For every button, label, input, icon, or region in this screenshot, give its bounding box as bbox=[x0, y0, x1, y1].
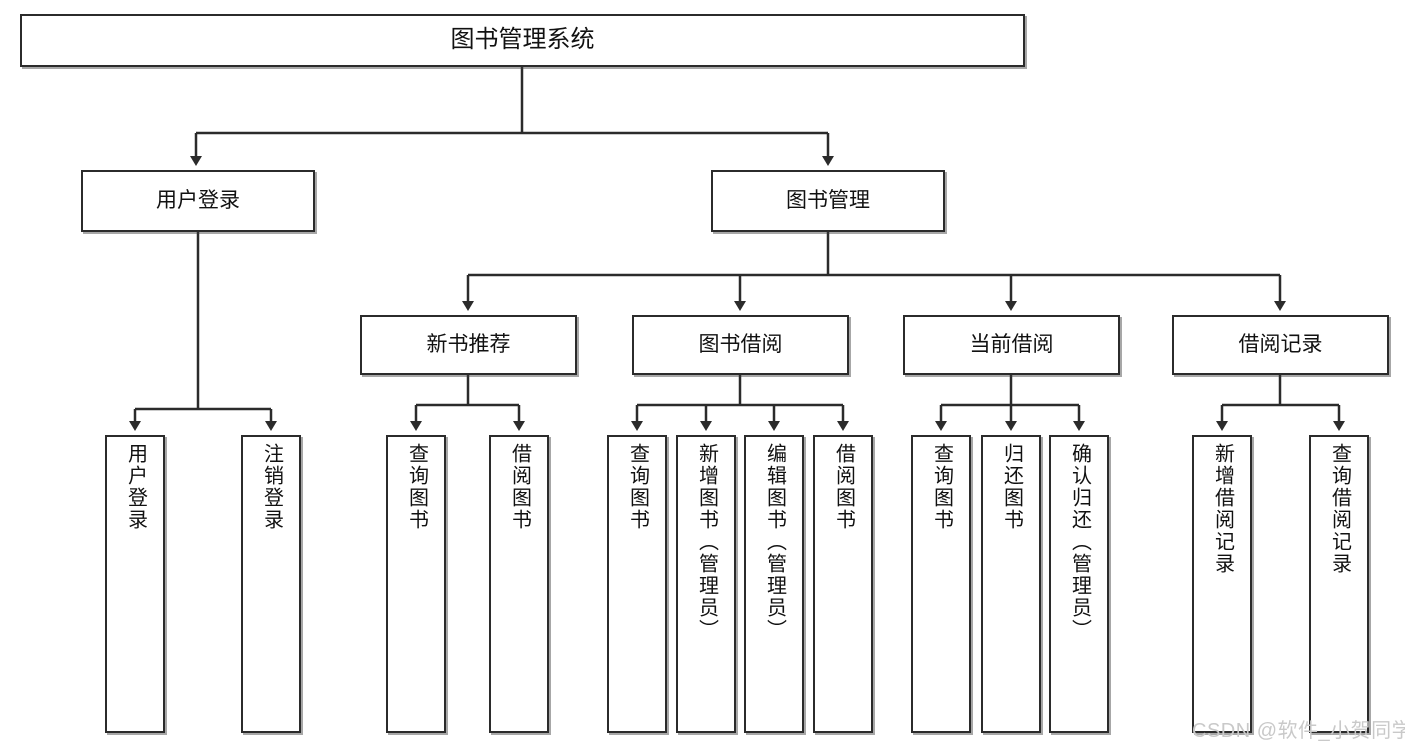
node-new-book-recommend-label: 新书推荐 bbox=[426, 332, 511, 356]
leaf-user-login-login[interactable]: 用户登录 bbox=[105, 435, 165, 733]
leaf-user-login-login-label: 用户登录 bbox=[124, 443, 147, 531]
node-new-book-recommend[interactable]: 新书推荐 bbox=[360, 315, 577, 375]
leaf-user-login-logout[interactable]: 注销登录 bbox=[241, 435, 301, 733]
leaf-current-return-book[interactable]: 归还图书 bbox=[981, 435, 1041, 733]
node-root-label: 图书管理系统 bbox=[450, 26, 595, 54]
leaf-borrow-add-book-admin[interactable]: 新增图书（管理员） bbox=[676, 435, 736, 733]
leaf-borrow-edit-book-admin[interactable]: 编辑图书（管理员） bbox=[744, 435, 804, 733]
leaf-newbook-borrow-book-label: 借阅图书 bbox=[508, 443, 531, 531]
node-book-management-label: 图书管理 bbox=[786, 188, 870, 212]
node-book-management[interactable]: 图书管理 bbox=[711, 170, 945, 232]
node-book-borrow-label: 图书借阅 bbox=[698, 332, 783, 356]
leaf-borrow-borrow-book-label: 借阅图书 bbox=[832, 443, 855, 531]
node-borrow-record[interactable]: 借阅记录 bbox=[1172, 315, 1389, 375]
leaf-current-return-book-label: 归还图书 bbox=[1000, 443, 1023, 531]
leaf-borrow-edit-book-admin-label: 编辑图书（管理员） bbox=[763, 443, 786, 641]
leaf-current-query-book-label: 查询图书 bbox=[930, 443, 953, 531]
leaf-newbook-query-book-label: 查询图书 bbox=[405, 443, 428, 531]
node-current-borrow-label: 当前借阅 bbox=[969, 332, 1054, 356]
node-current-borrow[interactable]: 当前借阅 bbox=[903, 315, 1120, 375]
leaf-record-query-record[interactable]: 查询借阅记录 bbox=[1309, 435, 1369, 733]
leaf-borrow-add-book-admin-label: 新增图书（管理员） bbox=[695, 443, 718, 641]
leaf-newbook-query-book[interactable]: 查询图书 bbox=[386, 435, 446, 733]
node-root-system[interactable]: 图书管理系统 bbox=[20, 14, 1025, 67]
node-user-login[interactable]: 用户登录 bbox=[81, 170, 315, 232]
leaf-current-confirm-return-admin[interactable]: 确认归还（管理员） bbox=[1049, 435, 1109, 733]
leaf-borrow-borrow-book[interactable]: 借阅图书 bbox=[813, 435, 873, 733]
leaf-record-add-record[interactable]: 新增借阅记录 bbox=[1192, 435, 1252, 733]
node-book-borrow[interactable]: 图书借阅 bbox=[632, 315, 849, 375]
leaf-user-login-logout-label: 注销登录 bbox=[260, 443, 283, 531]
leaf-record-query-record-label: 查询借阅记录 bbox=[1328, 443, 1351, 575]
leaf-newbook-borrow-book[interactable]: 借阅图书 bbox=[489, 435, 549, 733]
leaf-record-add-record-label: 新增借阅记录 bbox=[1211, 443, 1234, 575]
leaf-current-confirm-return-admin-label: 确认归还（管理员） bbox=[1068, 443, 1091, 641]
node-user-login-label: 用户登录 bbox=[156, 188, 240, 212]
node-borrow-record-label: 借阅记录 bbox=[1238, 332, 1323, 356]
leaf-borrow-query-book-label: 查询图书 bbox=[626, 443, 649, 531]
leaf-current-query-book[interactable]: 查询图书 bbox=[911, 435, 971, 733]
leaf-borrow-query-book[interactable]: 查询图书 bbox=[607, 435, 667, 733]
